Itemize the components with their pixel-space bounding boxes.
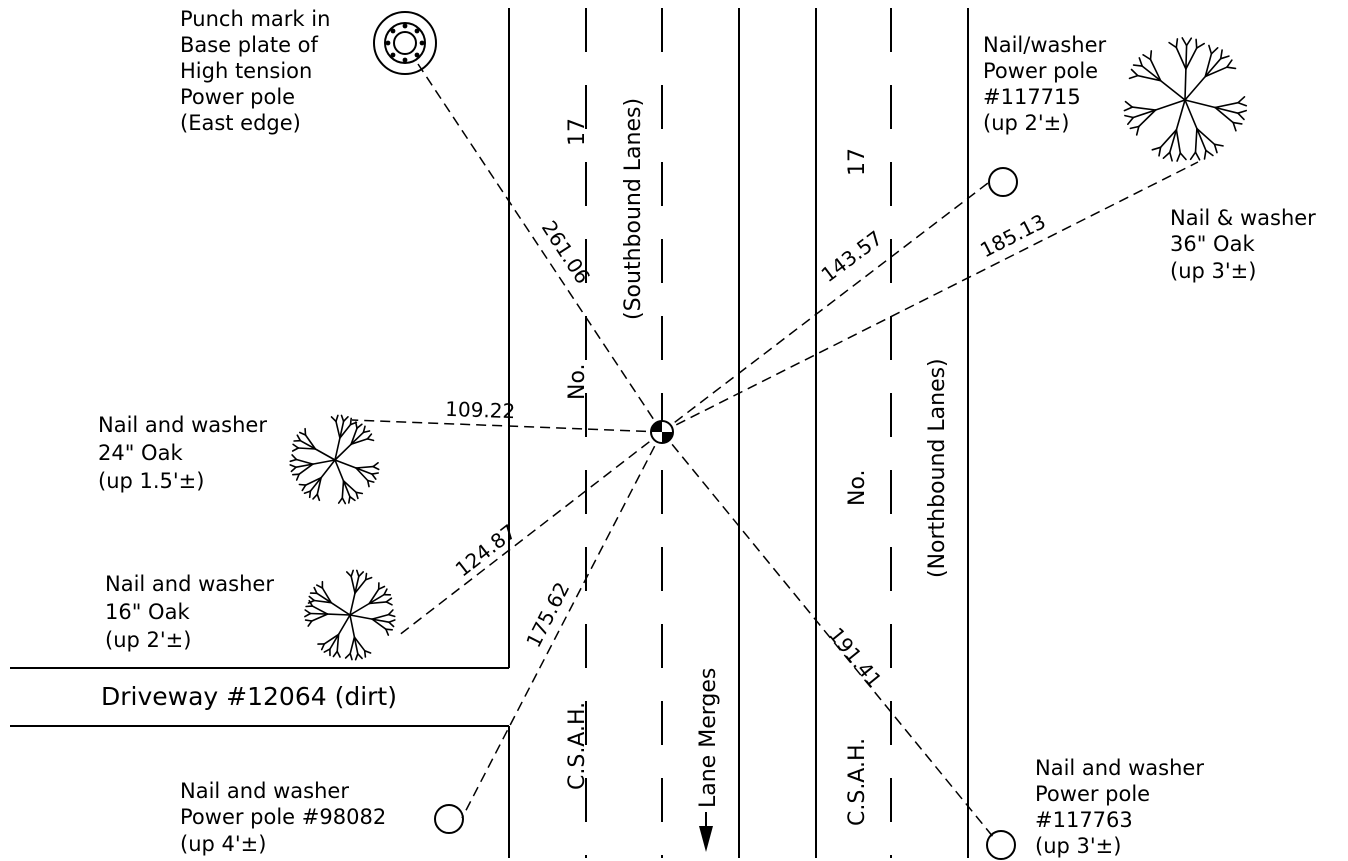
- tie-line-punch-mark: [417, 63, 663, 433]
- distance-oak-24: 109.22: [445, 397, 516, 423]
- power-pole-117715-icon: [988, 167, 1018, 197]
- label-line: (up 3'±): [1035, 834, 1121, 858]
- tie-line-oak-24: [351, 419, 663, 433]
- label-line: (up 2'±): [105, 628, 191, 652]
- southbound-route-number: 17: [565, 118, 590, 146]
- label-line: 16" Oak: [105, 600, 190, 624]
- label-pole-117715: Nail/washer Power pole #117715 (up 2'±): [983, 33, 1107, 135]
- label-line: High tension: [180, 59, 312, 83]
- label-line: Nail & washer: [1170, 206, 1316, 230]
- label-line: 36" Oak: [1170, 232, 1255, 256]
- label-oak-16: Nail and washer 16" Oak (up 2'±): [105, 572, 274, 652]
- tie-line-oak-16: [397, 431, 663, 637]
- lane-merges-label: Lane Merges: [696, 668, 721, 808]
- northbound-csah-label: C.S.A.H.: [845, 738, 870, 826]
- label-line: Nail and washer: [98, 413, 267, 437]
- label-line: Power pole: [1035, 782, 1150, 806]
- southbound-lanes-label: (Southbound Lanes): [621, 98, 646, 320]
- driveway-label: Driveway #12064 (dirt): [101, 682, 397, 711]
- label-line: 24" Oak: [98, 441, 183, 465]
- label-oak-24: Nail and washer 24" Oak (up 1.5'±): [98, 413, 267, 493]
- label-line: (up 1.5'±): [98, 469, 204, 493]
- distance-pole-98082: 175.62: [521, 578, 574, 651]
- label-line: Nail/washer: [983, 33, 1107, 57]
- label-line: Power pole: [180, 85, 295, 109]
- label-line: Nail and washer: [1035, 756, 1204, 780]
- label-line: #117763: [1035, 808, 1133, 832]
- label-line: (up 3'±): [1170, 259, 1256, 283]
- distances: 261.06 143.57 185.13 109.22 124.87 175.6…: [445, 209, 1050, 692]
- label-line: Base plate of: [180, 33, 319, 57]
- label-line: (up 2'±): [983, 111, 1069, 135]
- tie-line-pole-117763: [661, 431, 995, 839]
- label-line: Nail and washer: [105, 572, 274, 596]
- label-line: (up 4'±): [180, 832, 266, 856]
- lane-merges-indicator: Lane Merges: [696, 668, 721, 852]
- label-oak-36: Nail & washer 36" Oak (up 3'±): [1170, 206, 1316, 283]
- benchmark-icon: [650, 420, 674, 444]
- oak-16-tree-icon: [304, 569, 396, 661]
- tie-line-oak-36: [661, 161, 1199, 433]
- northbound-lanes-label: (Northbound Lanes): [925, 358, 950, 578]
- label-line: Nail and washer: [180, 779, 349, 803]
- distance-oak-16: 124.87: [451, 519, 521, 581]
- label-line: Power pole: [983, 59, 1098, 83]
- oak-36-tree-icon: [1123, 37, 1248, 162]
- northbound-route-number: 17: [845, 148, 870, 176]
- distance-pole-117715: 143.57: [817, 226, 887, 287]
- label-pole-98082: Nail and washer Power pole #98082 (up 4'…: [180, 779, 386, 856]
- tie-line-pole-117715: [661, 182, 989, 433]
- down-arrow-icon: [699, 826, 713, 852]
- base-plate-icon: [373, 11, 437, 75]
- label-line: #117715: [983, 85, 1081, 109]
- label-punch-mark: Punch mark in Base plate of High tension…: [180, 7, 330, 135]
- label-pole-117763: Nail and washer Power pole #117763 (up 3…: [1035, 756, 1204, 858]
- label-line: Power pole #98082: [180, 805, 386, 829]
- tie-lines: [351, 63, 1199, 839]
- distance-pole-117763: 191.41: [824, 623, 887, 692]
- power-pole-98082-icon: [434, 804, 464, 834]
- southbound-road-labels: 17 No. C.S.A.H. (Southbound Lanes): [565, 98, 646, 790]
- tie-line-pole-98082: [461, 431, 663, 819]
- power-pole-117763-icon: [986, 830, 1016, 860]
- oak-24-tree-icon: [289, 414, 380, 505]
- southbound-csah-label: C.S.A.H.: [565, 702, 590, 790]
- northbound-no-label: No.: [845, 469, 870, 506]
- label-line: (East edge): [180, 111, 301, 135]
- southbound-no-label: No.: [565, 363, 590, 400]
- distance-oak-36: 185.13: [976, 209, 1049, 262]
- northbound-road-labels: 17 No. C.S.A.H. (Northbound Lanes): [845, 148, 950, 826]
- label-line: Punch mark in: [180, 7, 330, 31]
- road-lines: [10, 8, 969, 858]
